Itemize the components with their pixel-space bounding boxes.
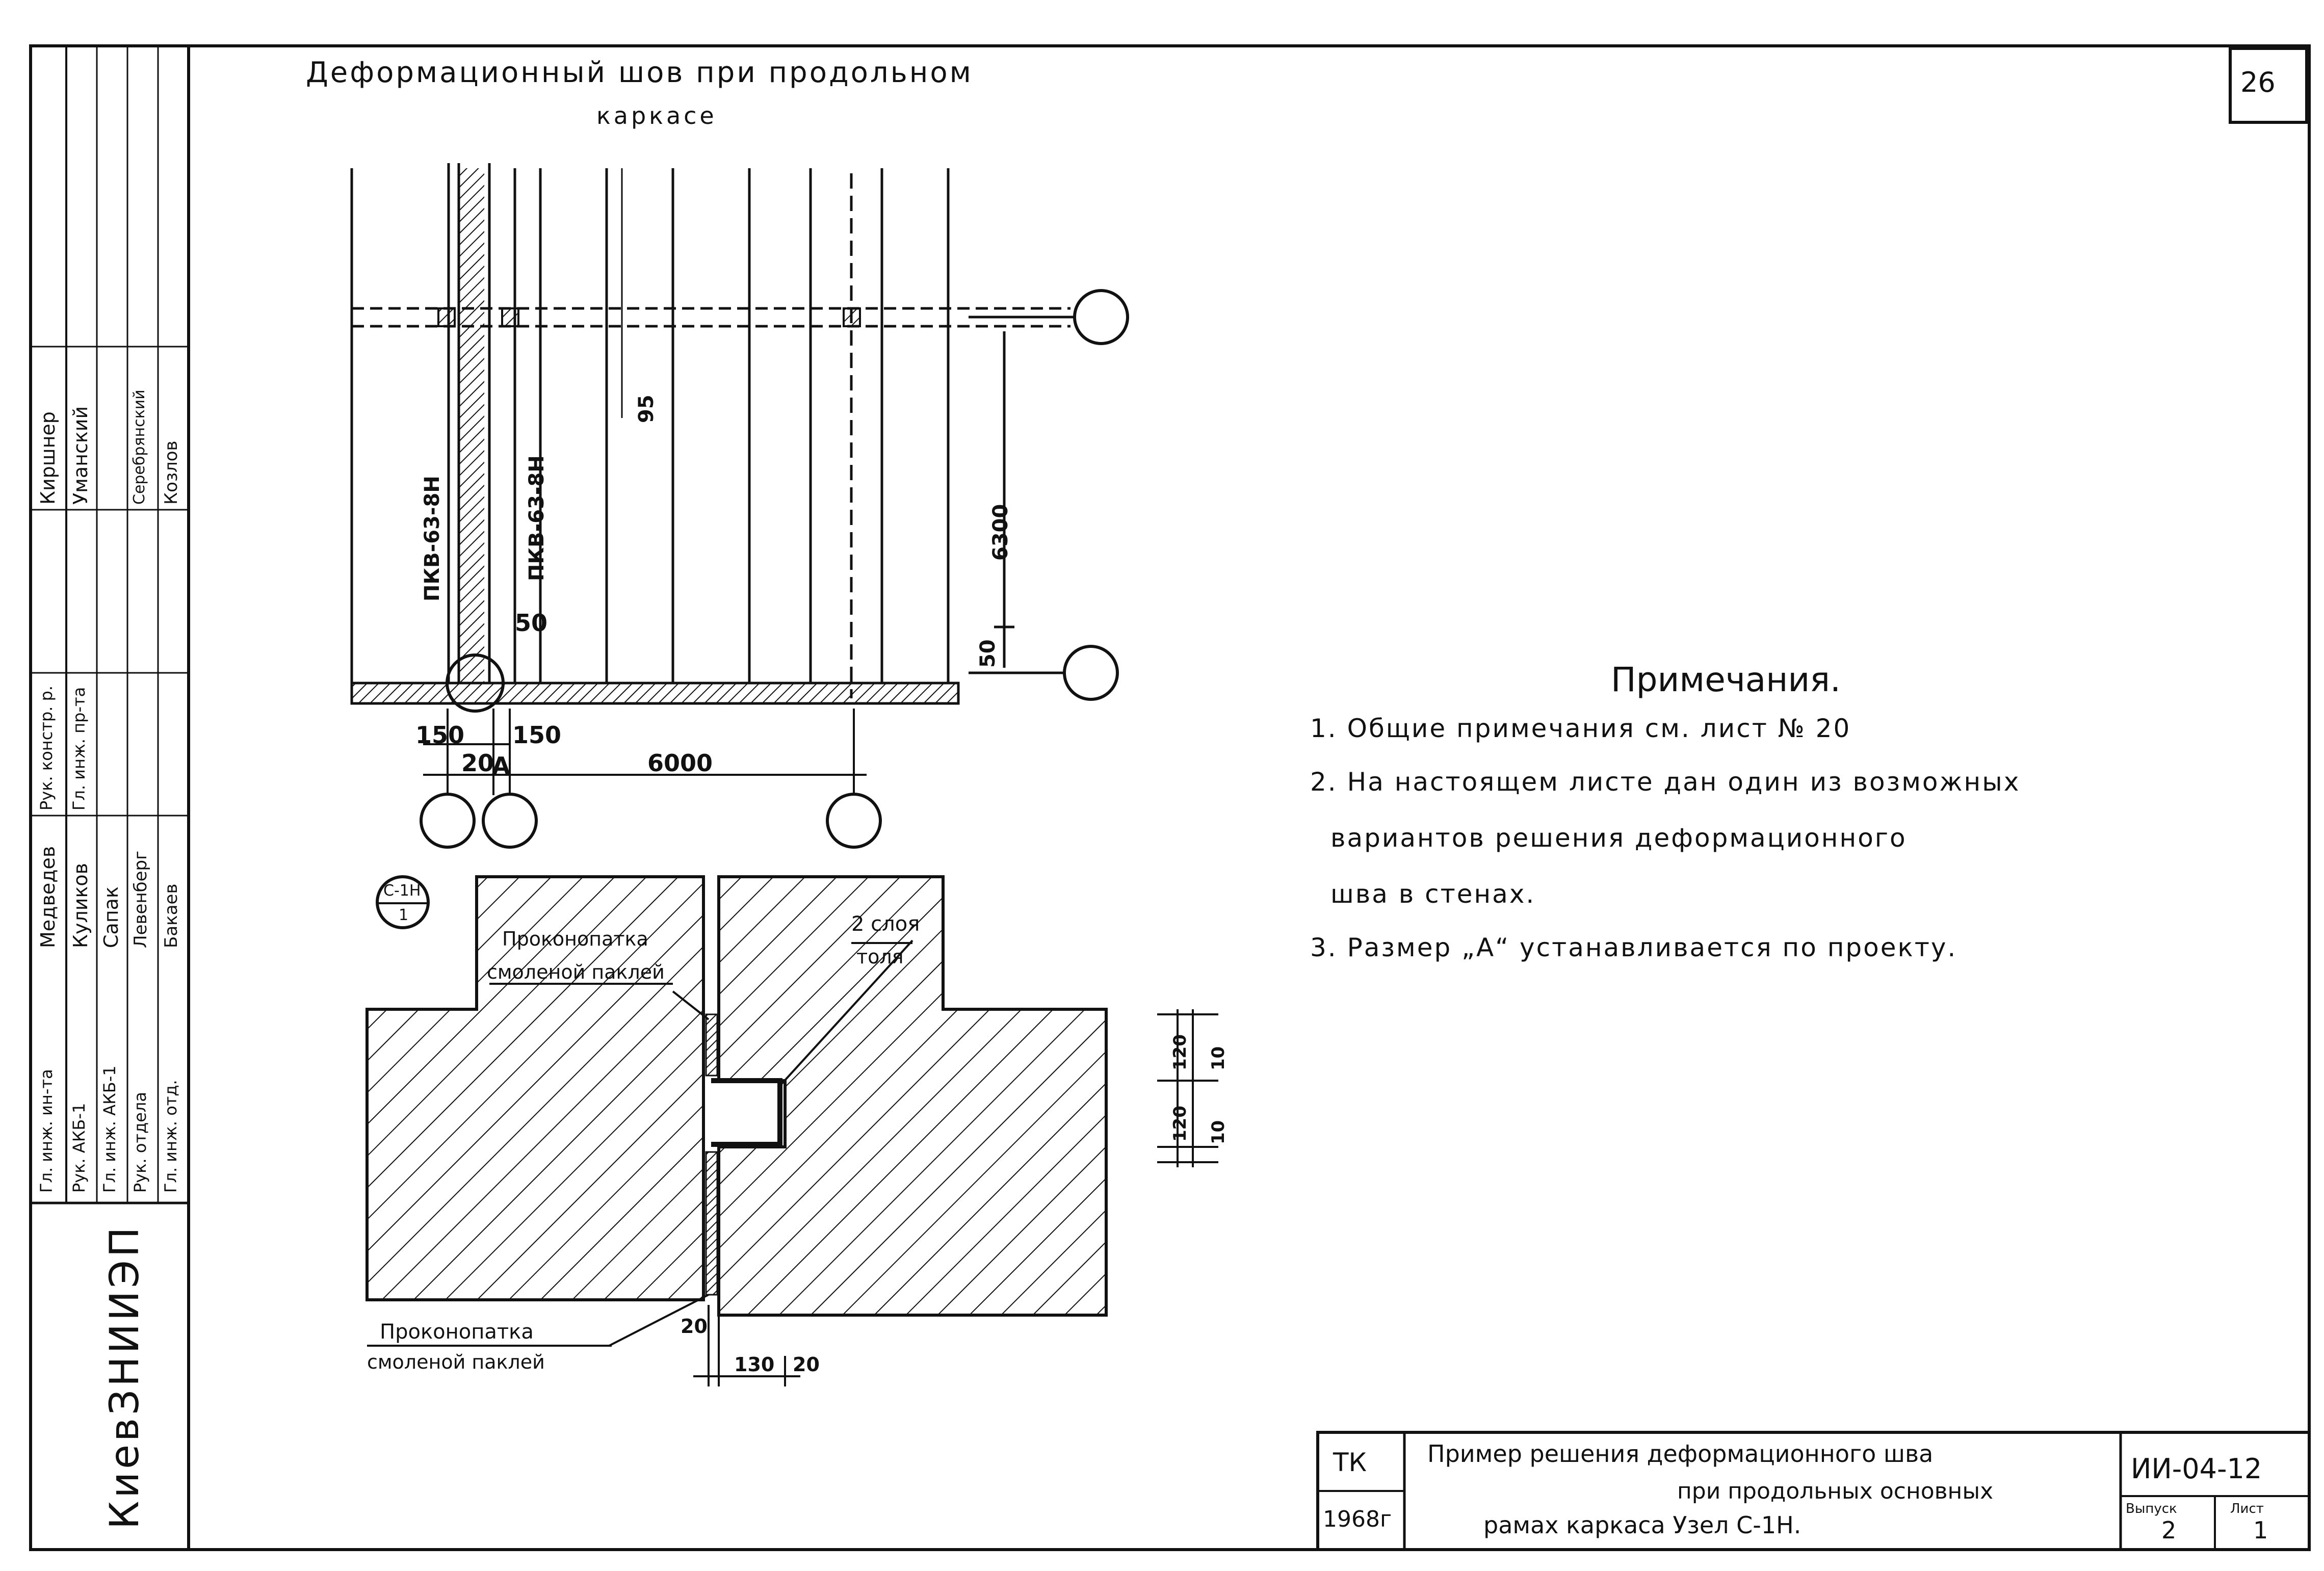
stamp-name-8: Серебрянский	[130, 389, 148, 505]
caulk-label-top-2: смоленой паклей	[487, 961, 665, 983]
stamp-role-3: Гл. инж. АКБ-1	[100, 1065, 119, 1193]
dim-50-vertical: 50	[976, 639, 1000, 668]
stamp-name-2: Куликов	[69, 862, 92, 948]
stamp-name-4: Левенберг	[130, 850, 151, 948]
note-1: 1. Общие примечания см. лист № 20	[1310, 714, 1851, 743]
tb-sheet-label: Лист	[2230, 1501, 2264, 1516]
sheet-number: 26	[2240, 66, 2276, 98]
tb-year: 1968г	[1323, 1506, 1392, 1532]
caulk-label-bottom-1: Проконопатка	[380, 1320, 534, 1344]
tb-code: ТК	[1333, 1448, 1367, 1477]
dim-150-right: 150	[512, 721, 562, 749]
stamp-name-9: Козлов	[161, 440, 181, 505]
tb-description-3: рамах каркаса Узел С-1Н.	[1483, 1511, 1801, 1539]
stamp-name-3: Сапак	[100, 886, 122, 948]
dim-50-horizontal: 50	[515, 609, 548, 637]
dim-a: А	[492, 752, 510, 779]
tb-description-2: при продольных основных	[1677, 1478, 1994, 1504]
dim-10-a: 10	[1208, 1046, 1229, 1070]
layers-label-2: толя	[856, 946, 904, 968]
stamp-role-2: Рук. АКБ-1	[69, 1103, 89, 1193]
dim-120-b: 120	[1170, 1106, 1190, 1142]
stamp-organization: КиевЗНИИЭП	[102, 1224, 148, 1530]
stamp-role-7: Гл. инж. пр-та	[69, 687, 89, 810]
stamp-role-5: Гл. инж. отд.	[161, 1080, 180, 1193]
stamp-role-6: Рук. констр. р.	[37, 685, 56, 810]
stamp-role-1: Гл. инж. ин-та	[37, 1069, 56, 1193]
tb-series: ИИ-04-12	[2131, 1453, 2262, 1485]
panel-mark-right: ПКВ-63-8Н	[525, 455, 549, 581]
callout-bottom: 1	[399, 906, 409, 924]
drawing-subtitle: каркасе	[596, 102, 717, 129]
dim-10-b: 10	[1208, 1120, 1229, 1144]
dim-section-130: 130	[734, 1353, 775, 1376]
dim-95: 95	[635, 395, 658, 423]
notes-heading: Примечания.	[1611, 660, 1841, 699]
caulk-label-bottom-2: смоленой паклей	[367, 1351, 545, 1373]
tb-issue: 2	[2161, 1516, 2177, 1544]
caulk-label-top-1: Проконопатка	[502, 928, 648, 950]
note-2-cont-2: шва в стенах.	[1330, 879, 1536, 909]
dim-6000: 6000	[647, 749, 713, 777]
note-2-cont-1: вариантов решения деформационного	[1330, 823, 1907, 853]
note-3: 3. Размер „А“ устанавливается по проекту…	[1310, 933, 1957, 962]
stamp-name-6: Киршнер	[37, 411, 59, 505]
tb-issue-label: Выпуск	[2126, 1501, 2177, 1516]
dim-6300: 6300	[989, 504, 1012, 561]
stamp-name-5: Бакаев	[161, 883, 181, 949]
stamp-name-7: Уманский	[69, 406, 92, 505]
tb-description-1: Пример решения деформационного шва	[1427, 1440, 1934, 1468]
layers-label-1: 2 слоя	[851, 912, 920, 936]
dim-section-20b: 20	[793, 1353, 820, 1376]
stamp-name-1: Медведев	[37, 846, 59, 948]
note-2: 2. На настоящем листе дан один из возмож…	[1310, 767, 2021, 797]
callout-top: С-1Н	[383, 882, 421, 900]
dim-section-20: 20	[681, 1315, 708, 1338]
dim-150-left: 150	[415, 721, 465, 749]
dim-120-a: 120	[1170, 1034, 1190, 1070]
stamp-role-4: Рук. отдела	[130, 1092, 150, 1193]
dim-20: 20	[461, 749, 494, 777]
panel-mark-left: ПКВ-63-8Н	[421, 476, 444, 601]
drawing-title: Деформационный шов при продольном	[306, 56, 973, 89]
tb-sheet: 1	[2253, 1516, 2268, 1544]
